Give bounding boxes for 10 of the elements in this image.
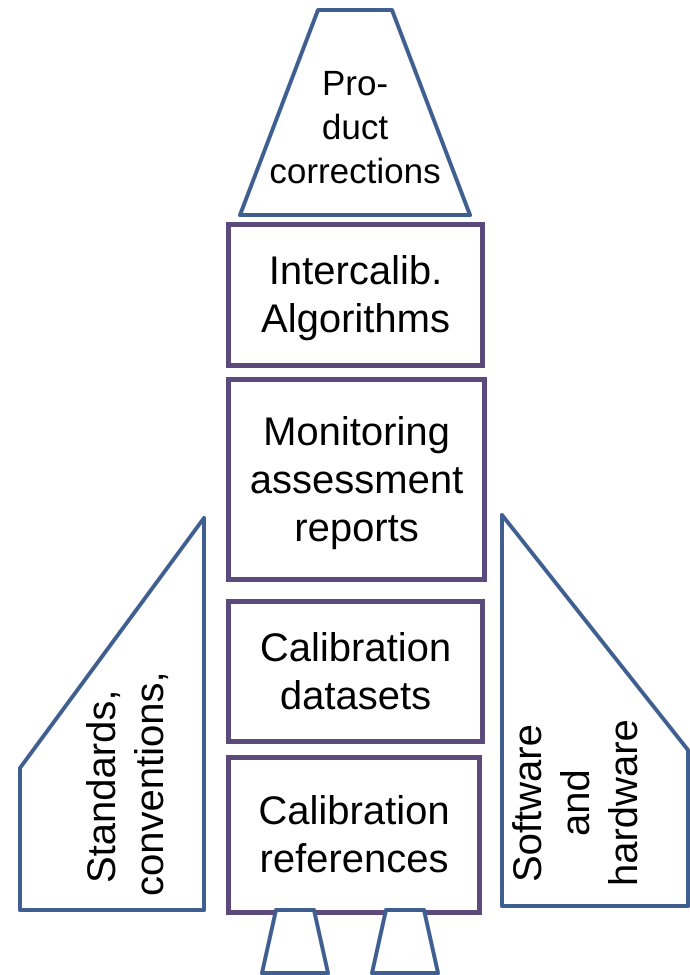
nose-cone-label: Pro- duct corrections xyxy=(268,63,442,193)
box-label: Calibration datasets xyxy=(258,624,452,720)
box-label: Intercalib. Algorithms xyxy=(260,248,451,343)
box-label: Monitoring assessment reports xyxy=(248,408,464,552)
process-box xyxy=(226,377,487,582)
fin-label: Software and hardware xyxy=(505,718,647,888)
process-box xyxy=(226,222,485,368)
fin-label: Standards, conventions, xyxy=(79,676,173,896)
process-box xyxy=(226,599,485,744)
box-label: Calibration references xyxy=(257,788,451,883)
